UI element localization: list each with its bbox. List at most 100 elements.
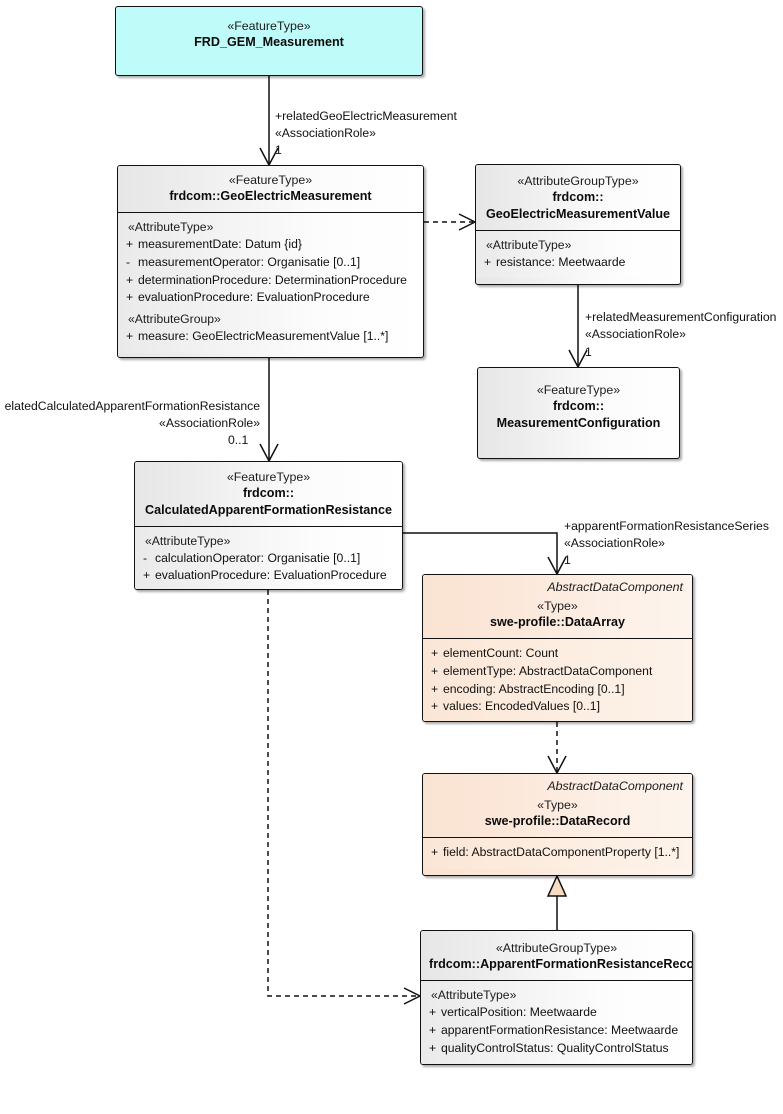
open-arrowhead-record xyxy=(403,987,422,1005)
class-apparent-formation-resistance-record[interactable]: «AttributeGroupType» frdcom::ApparentFor… xyxy=(420,930,693,1065)
attribute-row: + determinationProcedure: DeterminationP… xyxy=(118,272,423,290)
attribute-row: - measurementOperator: Organisatie [0..1… xyxy=(118,254,423,272)
attribute-row: + elementCount: Count xyxy=(423,645,692,663)
attribute-text: evaluationProcedure: EvaluationProcedure xyxy=(155,568,387,583)
class-stereotype: «FeatureType» xyxy=(227,19,311,33)
attribute-row: + values: EncodedValues [0..1] xyxy=(423,698,692,716)
class-stereotype: «FeatureType» xyxy=(226,470,311,484)
attribute-row: + verticalPosition: Meetwaarde xyxy=(421,1004,692,1022)
header-separator xyxy=(118,211,423,213)
attribute-row: - calculationOperator: Organisatie [0..1… xyxy=(135,550,402,568)
class-stereotype: «AttributeGroupType» xyxy=(495,941,618,955)
visibility: + xyxy=(431,663,439,678)
stereotype-label: «AssociationRole» xyxy=(585,326,686,341)
role-label: +relatedMeasurementConfiguration xyxy=(585,310,777,324)
assoc-line-calculated-to-dataarray xyxy=(403,532,558,574)
class-header: «AttributeGroupType» frdcom::ApparentFor… xyxy=(421,931,692,980)
attribute-text: elementType: AbstractDataComponent xyxy=(443,663,653,678)
stereotype-label: «AssociationRole» xyxy=(159,415,260,430)
class-header: «AttributeGroupType» frdcom:: GeoElectri… xyxy=(476,165,680,230)
attribute-row: + measurementDate: Datum {id} xyxy=(118,236,423,254)
attribute-row: + qualityControlStatus: QualityControlSt… xyxy=(421,1040,692,1058)
attribute-row: + field: AbstractDataComponentProperty [… xyxy=(423,844,692,862)
class-header: AbstractDataComponent «Type» swe-profile… xyxy=(423,575,692,638)
connector-label-related-calculated-apparent-formation-resistance: elatedCalculatedApparentFormationResista… xyxy=(0,398,260,431)
visibility: - xyxy=(143,550,148,565)
visibility: + xyxy=(484,254,492,269)
attribute-row: + measure: GeoElectricMeasurementValue [… xyxy=(118,328,423,346)
class-name-line1: frdcom:: xyxy=(552,190,604,205)
class-name: swe-profile::DataRecord xyxy=(484,814,631,829)
header-separator xyxy=(421,979,692,981)
attribute-text: apparentFormationResistance: Meetwaarde xyxy=(441,1022,679,1037)
attribute-text: measure: GeoElectricMeasurementValue [1.… xyxy=(138,329,389,344)
class-measurement-configuration[interactable]: «FeatureType» frdcom:: MeasurementConfig… xyxy=(477,367,680,459)
attribute-text: encoding: AbstractEncoding [0..1] xyxy=(443,681,625,696)
role-label: +relatedGeoElectricMeasurement xyxy=(275,109,457,123)
class-name: frdcom::GeoElectricMeasurement xyxy=(169,189,372,204)
abstract-type-tag: AbstractDataComponent xyxy=(547,779,683,793)
class-geoelectric-measurement[interactable]: «FeatureType» frdcom::GeoElectricMeasure… xyxy=(117,165,424,358)
visibility: + xyxy=(126,329,134,344)
multiplicity-related-calculated-apparent-formation-resistance: 0..1 xyxy=(228,433,249,447)
stereotype-label: «AssociationRole» xyxy=(275,125,376,140)
role-label: +apparentFormationResistanceSeries xyxy=(564,519,769,533)
attribute-text: evaluationProcedure: EvaluationProcedure xyxy=(138,290,370,305)
class-header: «FeatureType» frdcom:: MeasurementConfig… xyxy=(478,368,679,439)
visibility: + xyxy=(429,1040,437,1055)
visibility: + xyxy=(126,236,134,251)
attribute-text: measurementOperator: Organisatie [0..1] xyxy=(138,254,361,269)
class-stereotype: «FeatureType» xyxy=(228,173,313,187)
attribute-text: field: AbstractDataComponentProperty [1.… xyxy=(443,844,680,859)
open-arrowhead-calculated xyxy=(259,443,279,463)
class-data-array[interactable]: AbstractDataComponent «Type» swe-profile… xyxy=(422,574,693,722)
visibility: + xyxy=(431,681,439,696)
attribute-row: + apparentFormationResistance: Meetwaard… xyxy=(421,1022,692,1040)
class-data-record[interactable]: AbstractDataComponent «Type» swe-profile… xyxy=(422,773,693,876)
class-header: «FeatureType» frdcom:: CalculatedApparen… xyxy=(135,462,402,526)
visibility: + xyxy=(143,568,151,583)
attribute-text: qualityControlStatus: QualityControlStat… xyxy=(441,1040,669,1055)
open-arrowhead-value xyxy=(458,213,477,231)
class-name-line2: MeasurementConfiguration xyxy=(496,415,661,430)
attribute-text: determinationProcedure: DeterminationPro… xyxy=(138,272,407,287)
class-header: «FeatureType» FRD_GEM_Measurement xyxy=(116,7,422,58)
class-calculated-apparent-formation-resistance[interactable]: «FeatureType» frdcom:: CalculatedApparen… xyxy=(134,461,403,590)
header-separator xyxy=(423,637,692,639)
attribute-text: calculationOperator: Organisatie [0..1] xyxy=(155,550,361,565)
class-stereotype: «AttributeGroupType» xyxy=(517,174,639,188)
class-name-line1: frdcom:: xyxy=(242,486,295,501)
attribute-group-label: «AttributeType» xyxy=(486,237,572,252)
attribute-row: + evaluationProcedure: EvaluationProcedu… xyxy=(135,567,402,585)
class-attributes: «AttributeType» + measurementDate: Datum… xyxy=(118,212,423,354)
class-geoelectric-measurement-value[interactable]: «AttributeGroupType» frdcom:: GeoElectri… xyxy=(475,164,681,285)
visibility: + xyxy=(429,1004,437,1019)
header-separator xyxy=(476,229,680,231)
connector-label-related-geoelectric-measurement: +relatedGeoElectricMeasurement «Associat… xyxy=(275,108,457,141)
class-name: swe-profile::DataArray xyxy=(489,615,626,630)
visibility: + xyxy=(431,844,439,859)
class-header: AbstractDataComponent «Type» swe-profile… xyxy=(423,774,692,837)
connector-label-apparent-formation-resistance-series: +apparentFormationResistanceSeries «Asso… xyxy=(564,518,769,551)
visibility: + xyxy=(431,645,439,660)
class-stereotype: «Type» xyxy=(537,599,578,613)
class-name: FRD_GEM_Measurement xyxy=(194,35,344,50)
attribute-text: resistance: Meetwaarde xyxy=(496,254,626,269)
attribute-text: values: EncodedValues [0..1] xyxy=(443,699,600,714)
attribute-row: + encoding: AbstractEncoding [0..1] xyxy=(423,681,692,699)
attribute-text: elementCount: Count xyxy=(443,645,559,660)
attribute-row: + evaluationProcedure: EvaluationProcedu… xyxy=(118,289,423,307)
dep-line-calculated-to-record xyxy=(267,590,418,997)
open-arrowhead-datarecord xyxy=(547,755,567,775)
stereotype-label: «AssociationRole» xyxy=(564,535,665,550)
visibility: + xyxy=(431,699,439,714)
abstract-type-tag: AbstractDataComponent xyxy=(547,580,683,594)
class-stereotype: «Type» xyxy=(537,798,578,812)
visibility: + xyxy=(429,1022,437,1037)
attribute-group-label: «AttributeType» xyxy=(145,533,231,548)
class-frd-gem-measurement[interactable]: «FeatureType» FRD_GEM_Measurement xyxy=(115,6,423,76)
connector-label-related-measurement-configuration: +relatedMeasurementConfiguration «Associ… xyxy=(585,309,776,342)
class-name-line2: CalculatedApparentFormationResistance xyxy=(144,502,393,517)
class-attributes: «AttributeType» - calculationOperator: O… xyxy=(135,526,402,589)
